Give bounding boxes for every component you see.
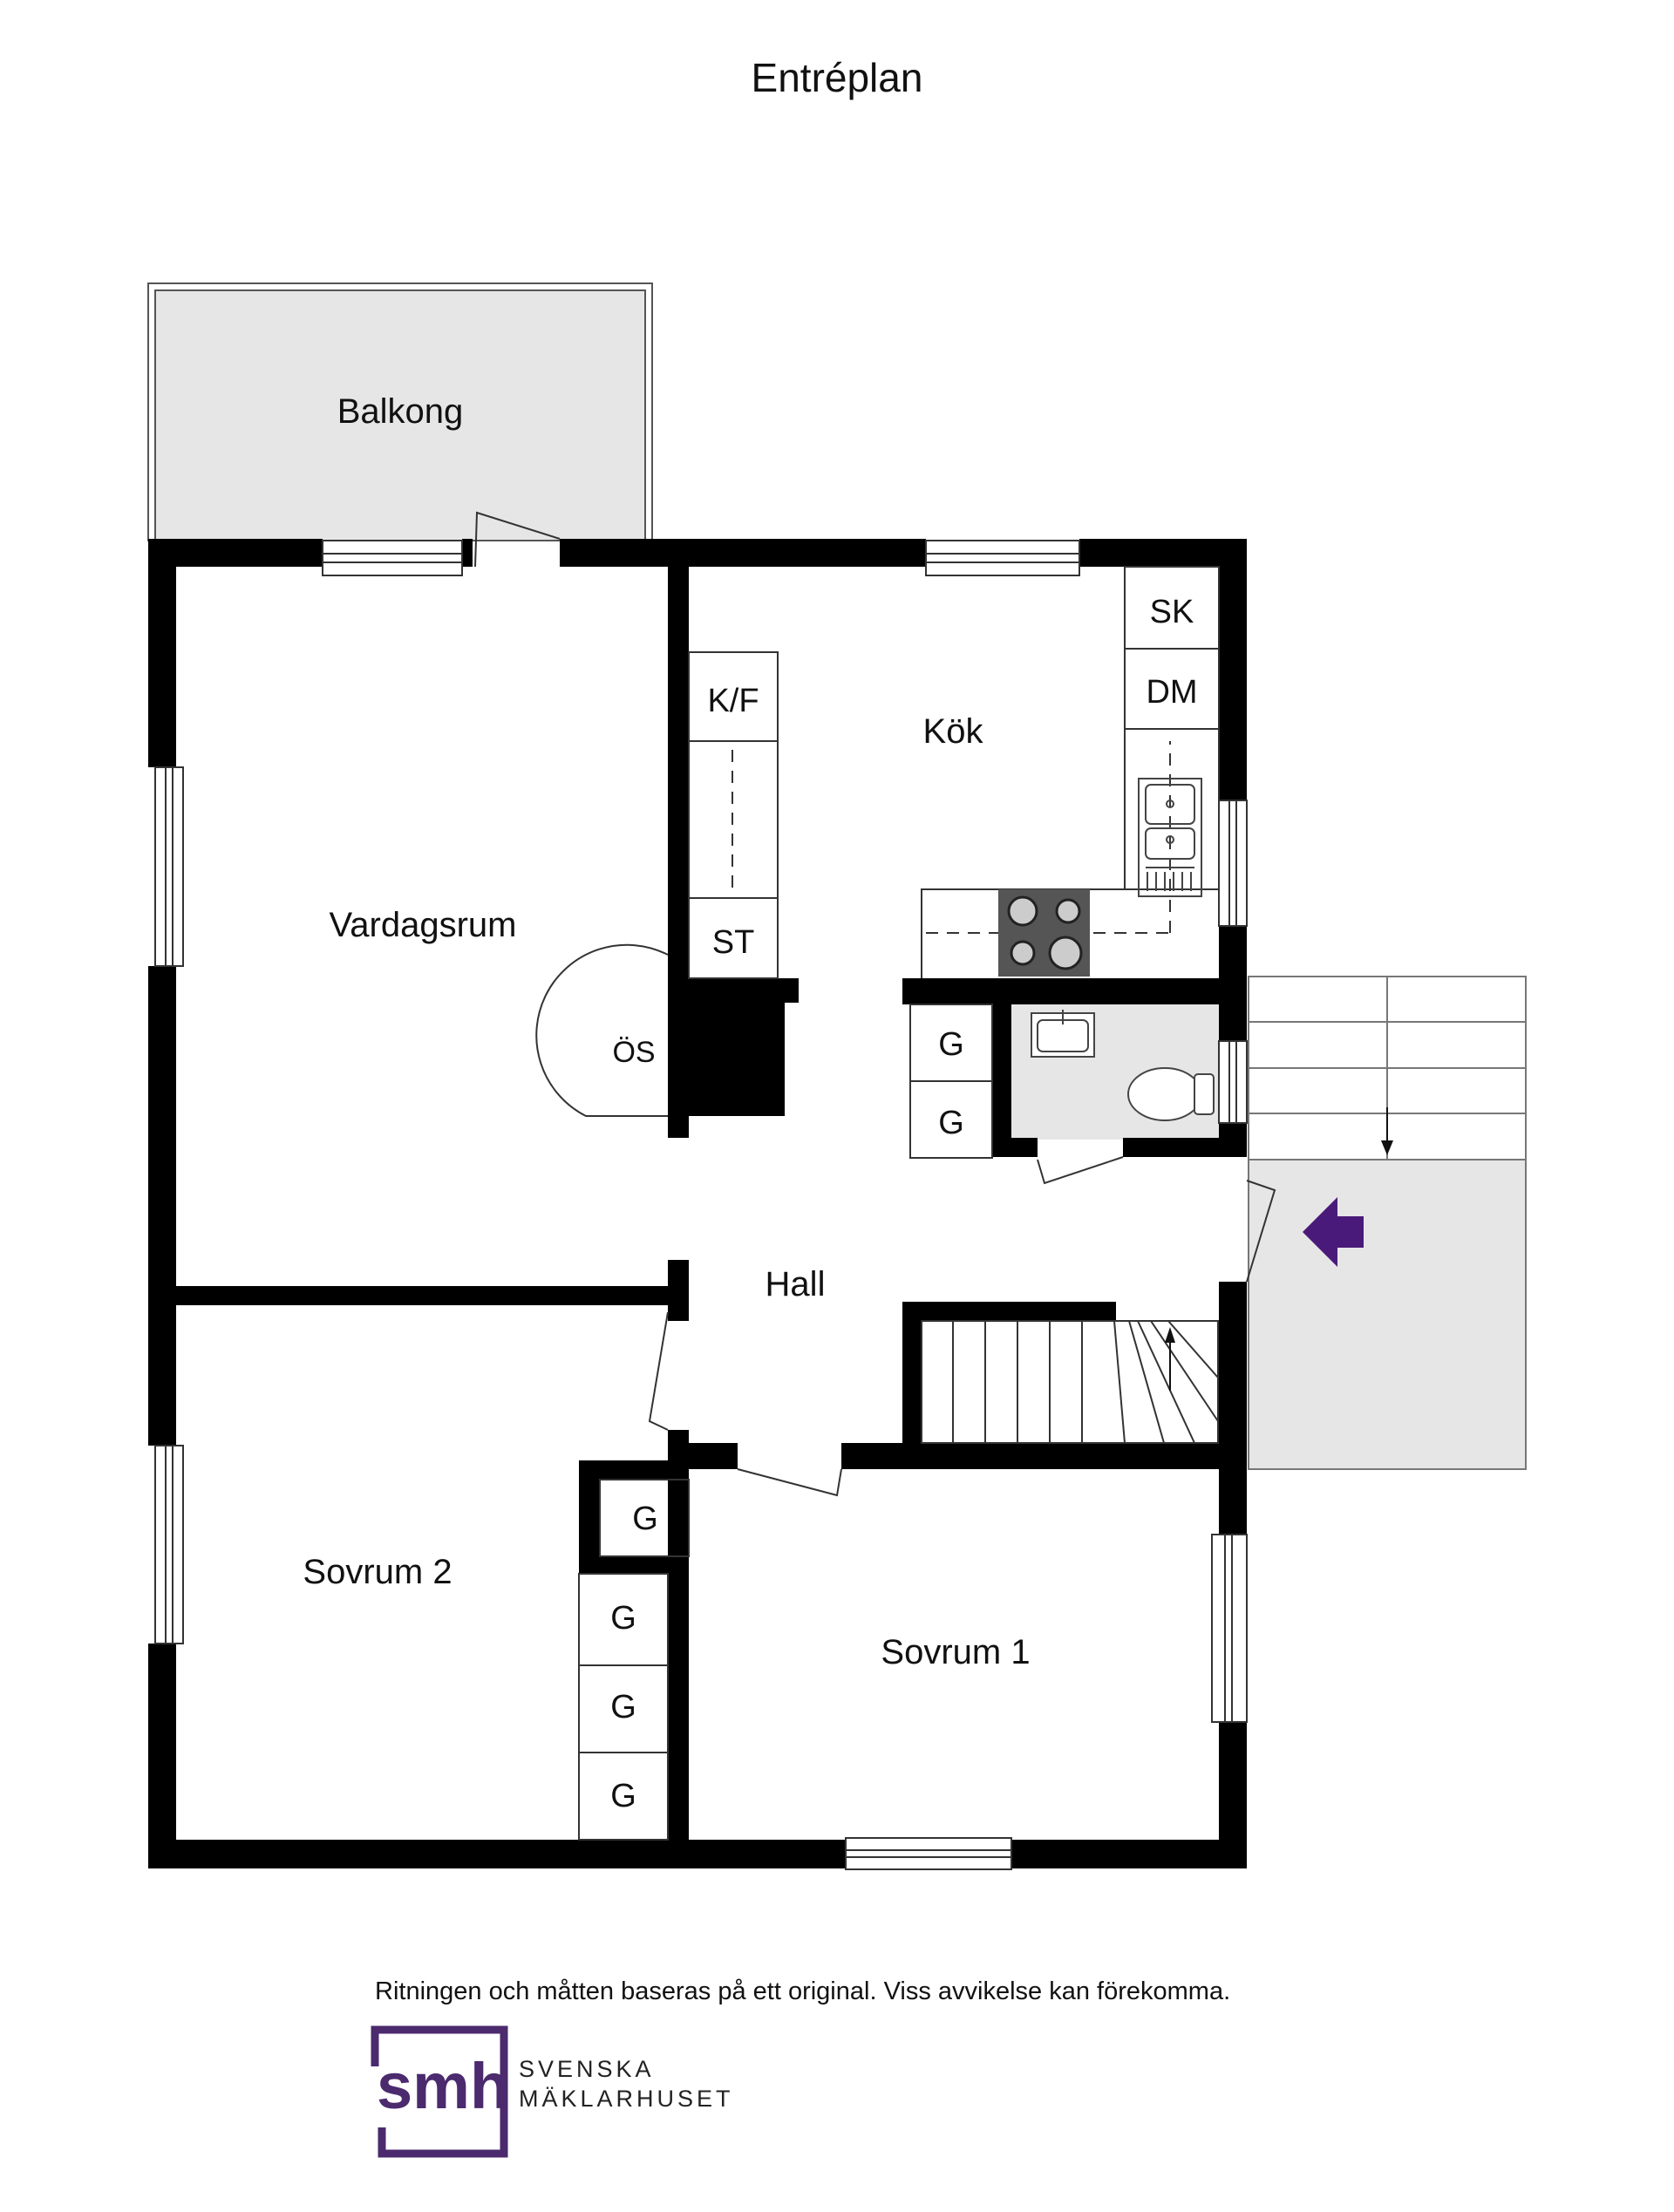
stove-icon [998,889,1090,977]
logo-line-1: SVENSKA [519,2056,655,2082]
logo-mark: smh [377,2050,509,2122]
balcony [147,282,653,541]
fixture-label-st: ST [712,924,755,961]
room-label-bedroom-1: Sovrum 1 [881,1633,1030,1671]
logo-line-2: MÄKLARHUSET [519,2086,734,2112]
fixture-label-os: ÖS [612,1036,655,1069]
fixture-label-wardrobe: G [610,1689,636,1725]
fixture-label-wardrobe: G [938,1105,964,1141]
room-label-hall: Hall [766,1265,826,1303]
fixture-label-wardrobe: G [610,1600,636,1637]
room-label-kitchen: Kök [923,712,984,751]
fixture-label-kf: K/F [707,683,759,719]
wardrobes [578,1004,993,1841]
smh-logo: smh [371,2025,509,2158]
entrance-arrow-icon [1303,1197,1364,1267]
fixture-label-wardrobe: G [938,1026,964,1063]
kitchen-counters [688,566,1220,979]
room-label-bedroom-2: Sovrum 2 [303,1553,452,1591]
kitchen-sink-icon [1138,778,1202,897]
fixture-label-wardrobe: G [610,1778,636,1814]
toilet-icon [1127,1067,1215,1121]
entrance-terrace [1248,976,1527,1470]
room-label-living-room: Vardagsrum [330,906,517,944]
logo-wordmark: SVENSKA MÄKLARHUSET [519,2054,734,2113]
stair-direction-arrow-icon [1165,1327,1175,1343]
disclaimer-text: Ritningen och måtten baseras på ett orig… [375,1977,1231,2005]
room-label-balcony: Balkong [337,392,464,431]
doors [474,511,1276,1497]
page-title: Entréplan [751,55,923,100]
walls [148,539,1247,1868]
windows [154,540,1248,1870]
fixture-label-sk: SK [1150,594,1194,630]
staircase [921,1320,1219,1444]
fixture-label-dm: DM [1146,674,1197,711]
fixture-label-wardrobe: G [632,1501,658,1537]
bathroom-sink-icon [1031,1010,1095,1058]
